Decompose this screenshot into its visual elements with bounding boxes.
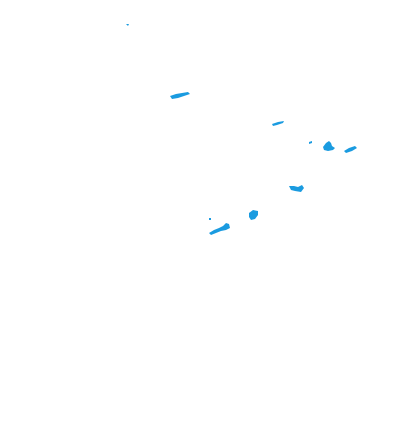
blob-upper-right [272, 121, 284, 126]
blob-center-bottom [249, 210, 258, 220]
dot-center-small [209, 218, 211, 220]
blob-far-right [344, 146, 357, 153]
cluster-lower-center [209, 223, 230, 235]
blob-upper-center [170, 92, 190, 99]
blob-center-right [289, 185, 304, 192]
water-features [126, 24, 357, 235]
cluster-right [323, 141, 335, 151]
speck-top-left [126, 24, 129, 26]
dot-right-small [309, 141, 312, 144]
